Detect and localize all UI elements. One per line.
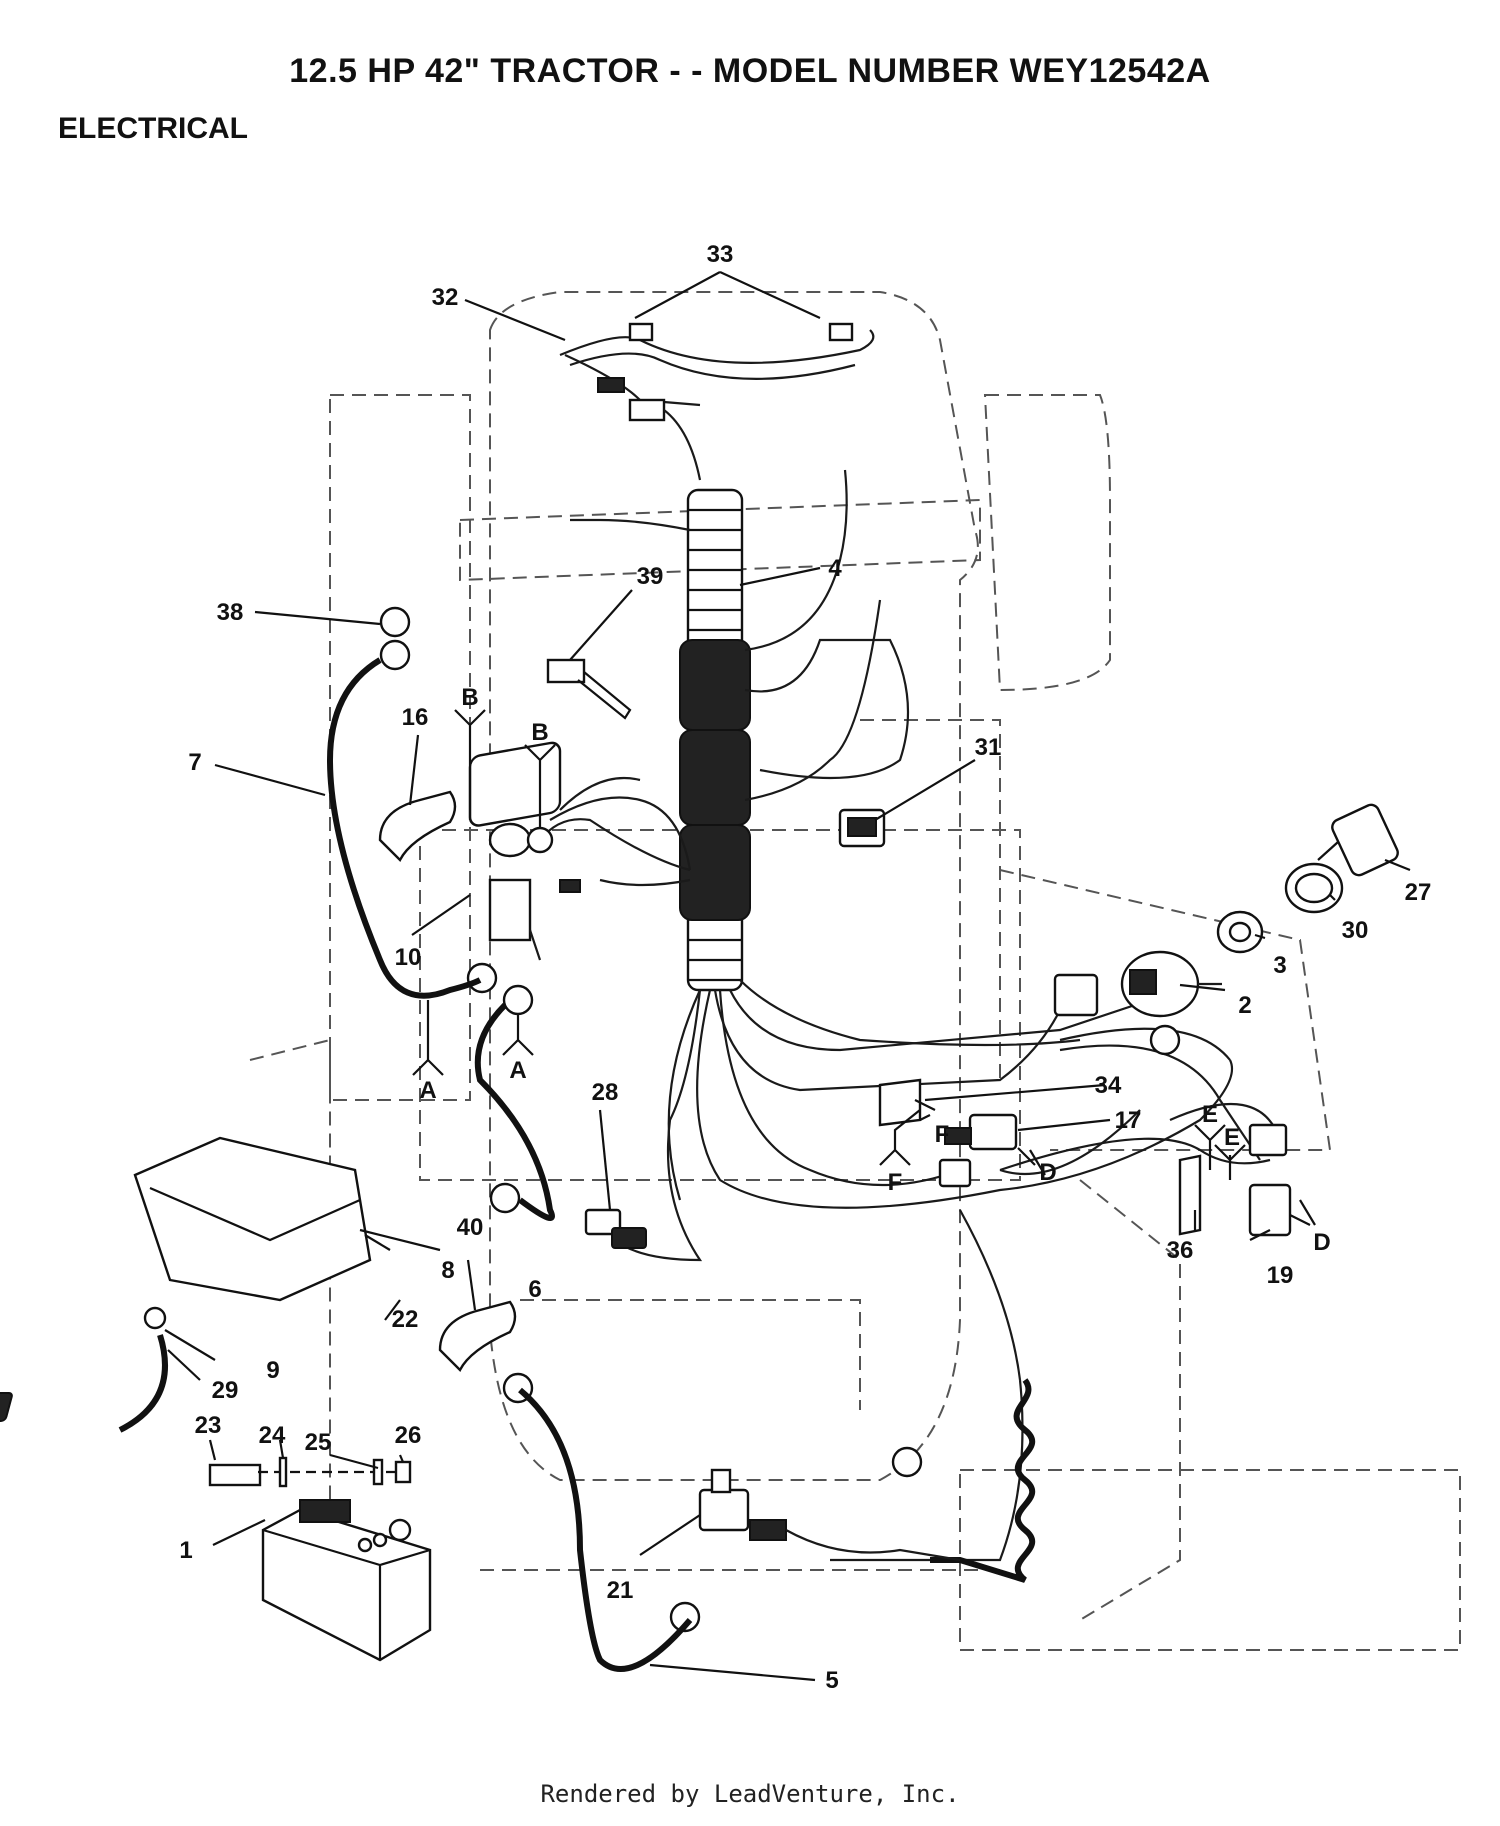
conduit-sleeve-3 <box>679 824 751 921</box>
callout-24: 24 <box>259 1422 286 1449</box>
callout-7: 7 <box>188 749 201 776</box>
cable-tie <box>546 658 632 720</box>
callout-40: 40 <box>457 1214 484 1241</box>
leader-lines <box>164 271 1411 1682</box>
hose-clamp-9 <box>143 1306 167 1330</box>
callout-27: 27 <box>1405 879 1432 906</box>
ignition-key <box>1331 803 1399 877</box>
footer-credit: Rendered by LeadVenture, Inc. <box>540 1780 960 1808</box>
connector-28 <box>584 1208 622 1236</box>
ref-d-1: D <box>1039 1159 1056 1186</box>
callout-30: 30 <box>1342 917 1369 944</box>
section-heading: ELECTRICAL <box>58 112 248 145</box>
callout-19: 19 <box>1267 1262 1294 1289</box>
battery-tray-8 <box>133 1136 372 1302</box>
ref-a-2: A <box>509 1057 526 1084</box>
ref-f-2: F <box>935 1121 950 1148</box>
headlight-bulb-right <box>828 322 854 342</box>
battery-cover-22 <box>0 1392 13 1422</box>
callout-21: 21 <box>607 1577 634 1604</box>
ref-f-1: F <box>888 1169 903 1196</box>
ref-a-1: A <box>419 1077 436 1104</box>
callout-17: 17 <box>1115 1107 1142 1134</box>
ref-e-1: E <box>1202 1101 1218 1128</box>
callout-1: 1 <box>179 1537 192 1564</box>
callout-26: 26 <box>395 1422 422 1449</box>
bracket-36 <box>1178 1154 1202 1236</box>
harness-plug-small <box>597 377 625 393</box>
washer-24 <box>278 1456 288 1488</box>
callout-29: 29 <box>212 1377 239 1404</box>
conduit-sleeve-2 <box>679 729 751 826</box>
battery-1 <box>261 1499 432 1662</box>
ref-e-2: E <box>1224 1124 1240 1151</box>
bracket-34 <box>878 1078 922 1127</box>
reverse-switch-21 <box>698 1468 961 1562</box>
callout-16: 16 <box>402 704 429 731</box>
callout-33: 33 <box>707 241 734 268</box>
callout-38: 38 <box>217 599 244 626</box>
ignition-switch-assembly <box>1120 803 1399 1018</box>
callout-39: 39 <box>637 563 664 590</box>
ground-cable-7 <box>326 657 482 999</box>
battery-cable-6 <box>474 1002 555 1221</box>
callout-23: 23 <box>195 1412 222 1439</box>
connector-markers <box>412 709 1316 1226</box>
callout-10: 10 <box>395 944 422 971</box>
callout-3: 3 <box>1273 952 1286 979</box>
callout-8: 8 <box>441 1257 454 1284</box>
drain-hose-29 <box>118 1334 168 1433</box>
callout-36: 36 <box>1167 1237 1194 1264</box>
page-title: 12.5 HP 42" TRACTOR - - MODEL NUMBER WEY… <box>289 52 1211 90</box>
callout-34: 34 <box>1095 1072 1122 1099</box>
ref-b-1: B <box>461 684 478 711</box>
callout-32: 32 <box>432 284 459 311</box>
bolt-23 <box>208 1463 262 1487</box>
battery-cable-5 <box>518 1387 693 1672</box>
terminal-boot-16 <box>378 790 457 863</box>
callout-5: 5 <box>825 1667 838 1694</box>
starter-solenoid <box>468 741 692 961</box>
washer-25 <box>372 1458 384 1486</box>
ref-b-2: B <box>531 719 548 746</box>
callout-9: 9 <box>266 1357 279 1384</box>
conduit-sleeve-1 <box>679 639 751 731</box>
callout-22: 22 <box>392 1306 419 1333</box>
callout-4: 4 <box>828 555 842 582</box>
harness-conduit <box>679 488 751 992</box>
headlight-bulb-left <box>628 322 654 342</box>
callout-6: 6 <box>528 1276 541 1303</box>
callout-28: 28 <box>592 1079 619 1106</box>
coiled-cable <box>930 1378 1036 1583</box>
callout-2: 2 <box>1238 992 1251 1019</box>
nut-26 <box>394 1460 412 1484</box>
headlight-harness <box>559 322 875 481</box>
callout-31: 31 <box>975 734 1002 761</box>
harness-plug-2 <box>1053 973 1099 1017</box>
harness-plug-large <box>628 398 666 422</box>
plunger-switch-17 <box>968 1113 1018 1151</box>
ring-terminal-38 <box>379 606 411 638</box>
callout-25: 25 <box>305 1429 332 1456</box>
connector-19 <box>1248 1123 1288 1157</box>
terminal-boot-40 <box>438 1300 517 1373</box>
switch-19 <box>1248 1183 1292 1237</box>
ref-d-2: D <box>1313 1229 1330 1256</box>
